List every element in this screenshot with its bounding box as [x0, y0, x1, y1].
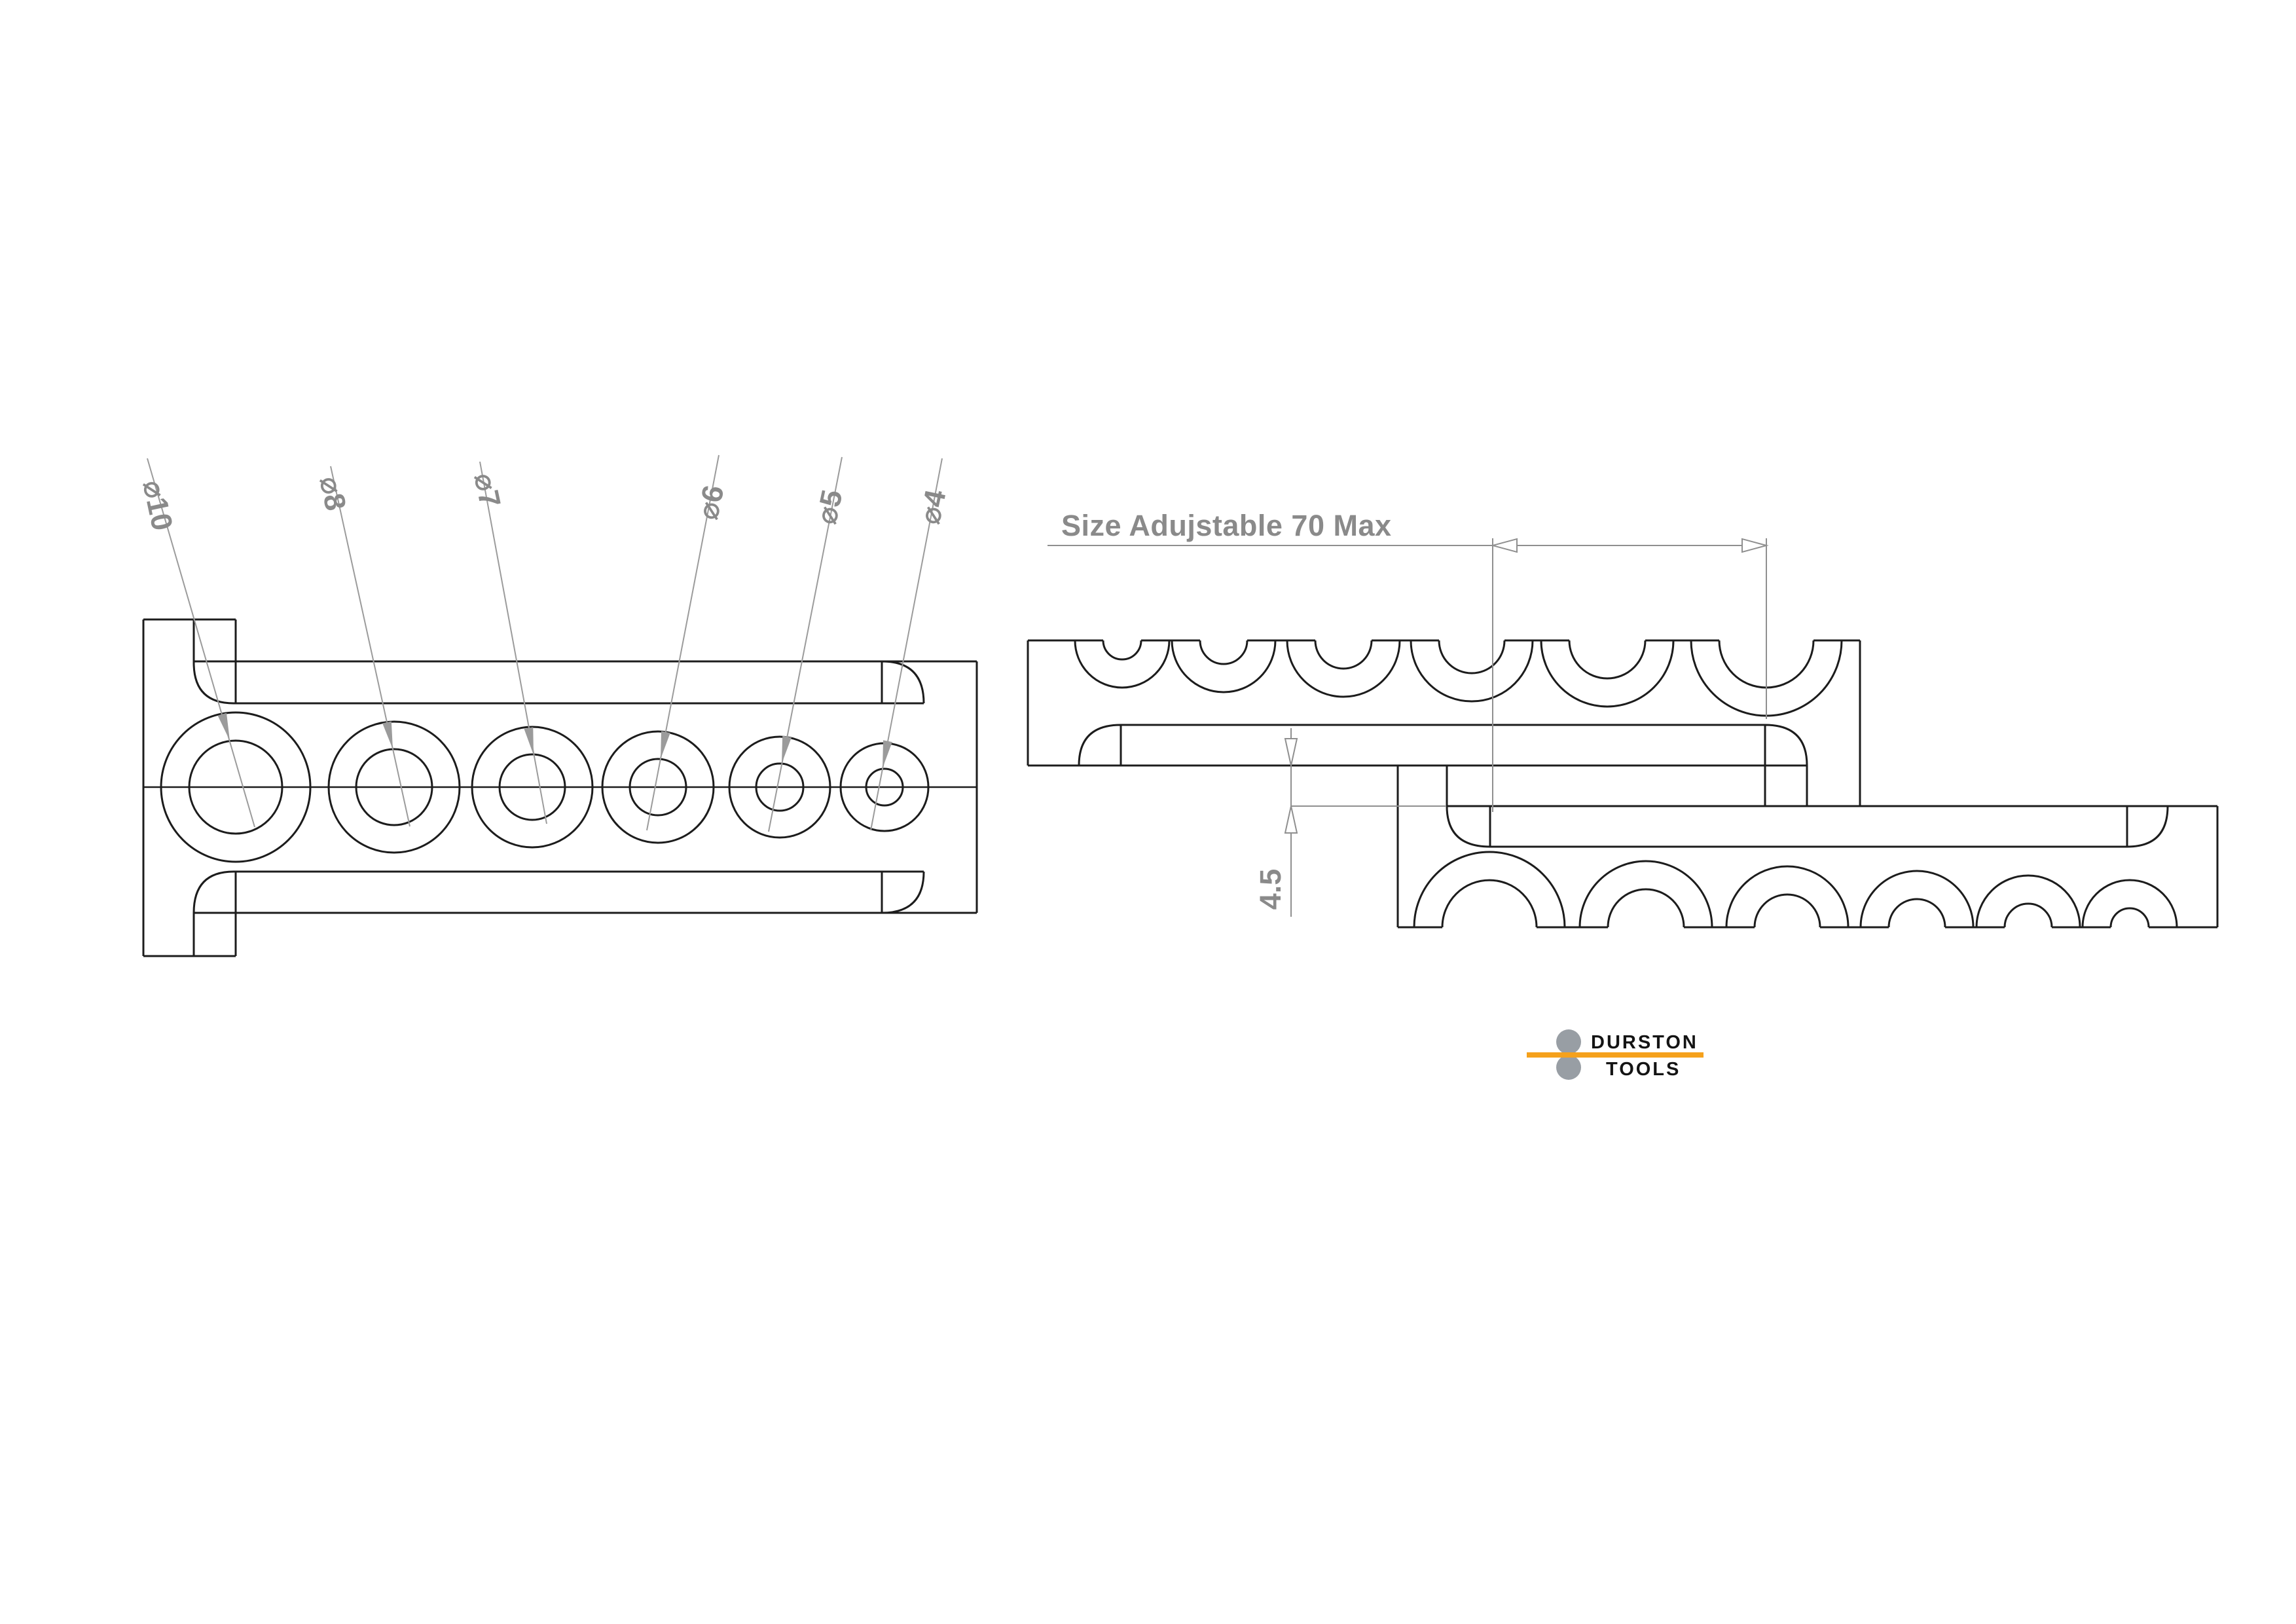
- hole-diameter-label: ⌀7: [467, 470, 507, 510]
- hole-diameter-label: ⌀5: [809, 487, 849, 527]
- hole-diameter-label: ⌀4: [913, 487, 953, 527]
- side-bottom-notches: [1398, 851, 2217, 929]
- hole-countersink-circle: [471, 726, 594, 849]
- side-top-plate: [1027, 640, 1861, 806]
- hole-leader-arrowhead: [382, 721, 393, 749]
- hole-leader-line: [646, 454, 720, 831]
- hole-diameter-label: ⌀10: [136, 477, 179, 533]
- hole-countersink-circle: [601, 730, 715, 844]
- logo-word-durston: DURSTON: [1591, 1032, 1698, 1053]
- hole-leader-line: [768, 456, 843, 832]
- side-view: [1027, 639, 2219, 929]
- hole-bore-circle: [865, 767, 904, 807]
- dim-arrow-gap-top: [1284, 738, 1298, 766]
- logo-word-tools: TOOLS: [1606, 1059, 1681, 1080]
- bottom-plate-groove-arcs: [1413, 851, 2178, 928]
- hole-leader-arrowhead: [661, 731, 670, 759]
- logo-roll-bottom-icon: [1556, 1055, 1581, 1080]
- dim-arrow-gap-bottom: [1284, 805, 1298, 834]
- hole-bore-circle: [355, 748, 433, 826]
- front-holes: [160, 711, 930, 863]
- front-bottom-slot: [234, 870, 925, 914]
- hole-leader-line: [479, 461, 547, 824]
- dim-arrow-70max-right: [1741, 538, 1769, 553]
- hole-diameter-label: ⌀6: [691, 482, 731, 523]
- hole-countersink-circle: [327, 720, 461, 854]
- hole-leader-line: [870, 458, 943, 831]
- top-plate-groove-arcs: [1074, 640, 1843, 717]
- hole-leader-arrowhead: [782, 735, 792, 764]
- dim-arrow-70max-left: [1490, 538, 1518, 553]
- hole-countersink-circle: [728, 735, 831, 839]
- size-adjustable-note: Size Adujstable 70 Max: [1061, 509, 1392, 542]
- gap-dim-label: 4.5: [1254, 869, 1287, 910]
- side-bottom-plate: [1396, 766, 2219, 927]
- dimensions: Size Adujstable 70 Max 4.5: [1048, 509, 1769, 917]
- leader-lines: [147, 454, 943, 832]
- hole-bore-circle: [188, 739, 283, 835]
- hole-bore-circle: [498, 753, 566, 821]
- front-top-slot: [234, 660, 925, 705]
- logo-roll-top-icon: [1556, 1029, 1581, 1054]
- side-top-notches: [1028, 639, 1860, 717]
- front-view: [142, 618, 978, 957]
- hole-leader-line: [147, 458, 255, 828]
- hole-leader-line: [330, 466, 410, 827]
- hole-countersink-circle: [160, 711, 312, 863]
- hole-leader-arrowhead: [883, 740, 892, 768]
- logo-sheet-bar: [1527, 1052, 1704, 1058]
- hole-bore-circle: [629, 758, 687, 817]
- hole-diameter-label: ⌀8: [313, 473, 353, 513]
- hole-labels: ⌀10 ⌀8 ⌀7 ⌀6 ⌀5 ⌀4: [136, 470, 952, 533]
- durston-tools-logo: DURSTON TOOLS: [1527, 1029, 1704, 1080]
- hole-leader-arrowhead: [217, 712, 230, 741]
- hole-leader-arrowhead: [524, 727, 534, 755]
- hole-bore-circle: [755, 762, 805, 812]
